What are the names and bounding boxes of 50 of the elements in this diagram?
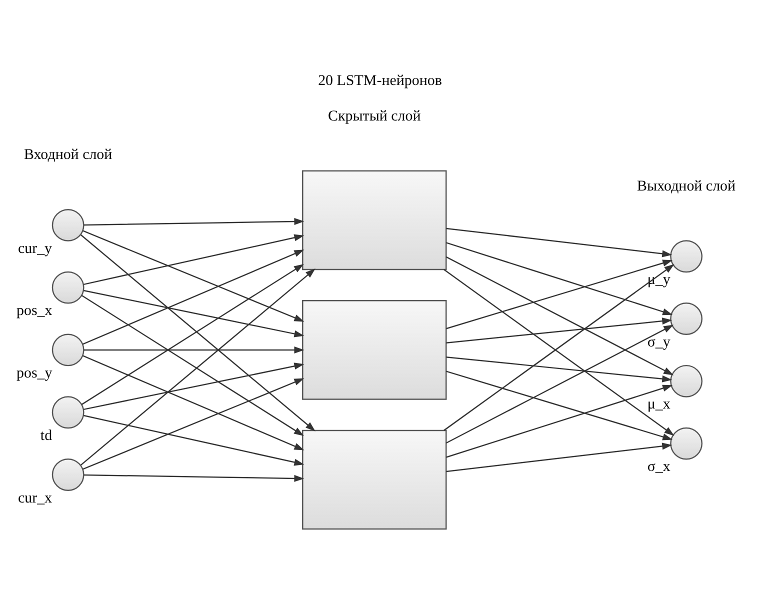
node-circle (670, 427, 703, 460)
node-label: σ_y (647, 334, 670, 350)
arrow (82, 250, 304, 345)
arrow (84, 218, 304, 226)
node-label: σ_x (647, 459, 670, 476)
arrow (83, 234, 304, 286)
arrow (82, 230, 304, 322)
arrow (83, 414, 304, 466)
arrow (81, 264, 304, 406)
node-label: pos_y (16, 366, 52, 382)
arrow (80, 234, 316, 432)
node-circle (670, 240, 703, 273)
node-box (302, 430, 447, 530)
arrow (446, 256, 674, 376)
arrow (83, 362, 304, 410)
arrow (82, 378, 304, 470)
arrow (82, 355, 304, 450)
arrow (446, 242, 673, 316)
node-circle (52, 208, 84, 242)
arrow (446, 370, 673, 440)
node-box (302, 300, 447, 400)
arrow (446, 384, 673, 458)
node-label: cur_x (18, 490, 52, 506)
node-circle (52, 334, 84, 366)
node-label: pos_x (16, 303, 52, 320)
node-circle (52, 396, 84, 429)
arrow (80, 268, 316, 466)
arrow (446, 324, 674, 444)
node-label: μ_y (647, 272, 670, 288)
node-box (302, 170, 447, 270)
arrow (84, 346, 304, 354)
label: Входной слой (24, 147, 112, 164)
arrow (446, 228, 672, 258)
node-label: td (40, 428, 52, 444)
arrow (81, 294, 304, 436)
node-circle (52, 271, 84, 304)
diagram-title: 20 LSTM-нейронов (318, 72, 442, 89)
arrow (446, 318, 672, 344)
label: Выходной слой (637, 178, 736, 194)
node-label: cur_y (18, 240, 52, 257)
arrow (446, 260, 673, 330)
node-circle (52, 458, 84, 491)
node-circle (670, 364, 703, 398)
arrow (84, 474, 304, 482)
arrow (446, 442, 672, 472)
node-circle (670, 302, 703, 335)
arrow (446, 356, 672, 382)
label: Скрытый слой (328, 108, 421, 125)
arrow (83, 290, 304, 338)
node-label: μ_x (647, 396, 670, 413)
